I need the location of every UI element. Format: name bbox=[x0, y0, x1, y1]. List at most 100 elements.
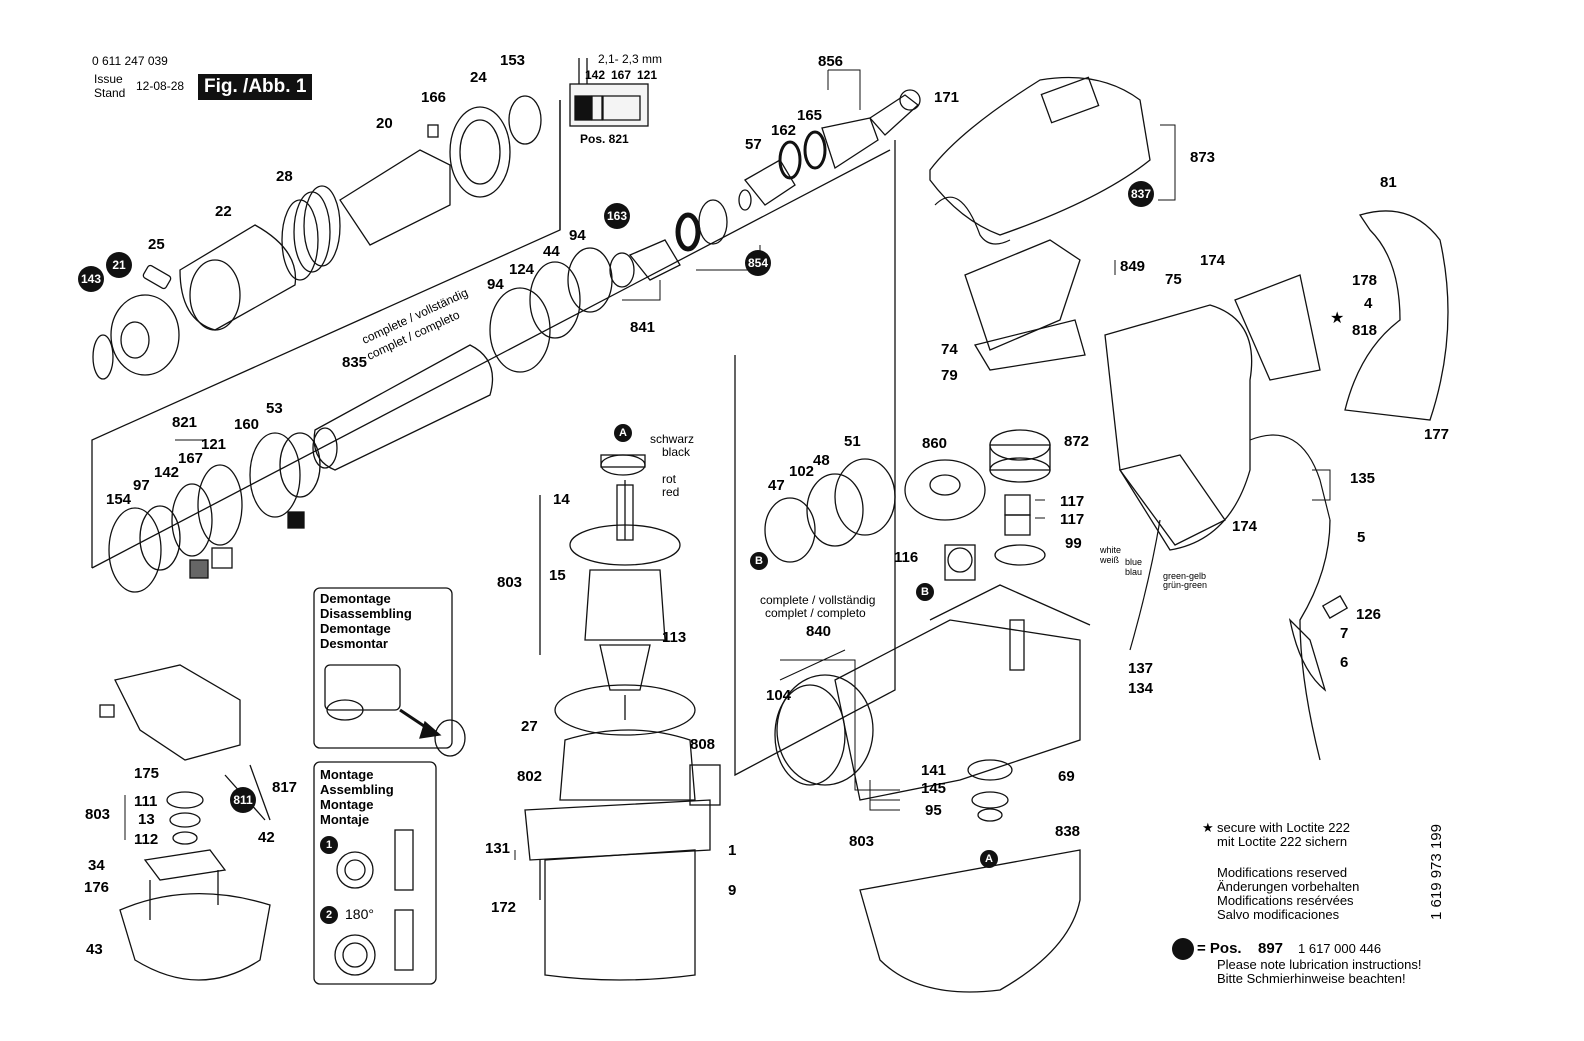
part-label: 4 bbox=[1364, 295, 1373, 312]
inset-part-167: 167 bbox=[611, 68, 632, 82]
part-label: 174 bbox=[1200, 252, 1226, 269]
lubrication-dot-icon bbox=[1172, 938, 1194, 960]
demontage-illustration bbox=[324, 664, 466, 757]
part-marker-854: 854 bbox=[745, 250, 771, 276]
inset-caption: Pos. 821 bbox=[580, 132, 629, 146]
part-label: 818 bbox=[1352, 322, 1378, 339]
issue-label: Issue bbox=[94, 72, 123, 86]
part-label: 117 bbox=[1060, 493, 1085, 510]
part-label: 5 bbox=[1357, 529, 1366, 546]
step-1-marker: 1 bbox=[320, 836, 338, 854]
marker-a: A bbox=[980, 850, 998, 868]
mod-note-es: Salvo modificaciones bbox=[1217, 907, 1340, 922]
motor-parts bbox=[524, 454, 721, 981]
part-label: 135 bbox=[1350, 470, 1376, 487]
part-label: 94 bbox=[487, 276, 504, 293]
part-label: 20 bbox=[376, 115, 393, 132]
wire-color-label: rot bbox=[662, 472, 677, 486]
pos-number: 897 bbox=[1258, 940, 1284, 957]
part-label: 134 bbox=[1128, 680, 1154, 697]
loctite-star-icon: ★ bbox=[1330, 310, 1345, 327]
part-marker-143: 143 bbox=[78, 266, 104, 292]
part-label: 175 bbox=[134, 765, 160, 782]
marker-a: A bbox=[614, 424, 632, 442]
part-label: 57 bbox=[745, 136, 762, 153]
wire-label-weiss: weiß bbox=[1100, 555, 1120, 565]
montage-illustration bbox=[334, 829, 414, 976]
part-label: 166 bbox=[421, 89, 447, 106]
part-marker-21: 21 bbox=[106, 252, 132, 278]
part-label: 112 bbox=[134, 831, 159, 848]
part-label: 165 bbox=[797, 107, 823, 124]
part-label: 97 bbox=[133, 477, 150, 494]
lube-note-de: Bitte Schmierhinweise beachten! bbox=[1217, 971, 1406, 986]
part-label: 178 bbox=[1352, 272, 1378, 289]
part-label: 172 bbox=[491, 899, 517, 916]
bottom-cover bbox=[859, 759, 1081, 993]
part-label: 95 bbox=[925, 802, 942, 819]
wire-label-gruen-green: grün-green bbox=[1163, 580, 1208, 590]
part-label: 34 bbox=[88, 857, 105, 874]
part-label: 873 bbox=[1190, 149, 1216, 166]
montage-title: Montage Assembling Montage Montaje bbox=[320, 767, 394, 827]
part-label: 131 bbox=[485, 840, 511, 857]
part-label: 44 bbox=[543, 243, 560, 260]
mod-note-en: Modifications reserved bbox=[1217, 865, 1348, 880]
inset-part-121: 121 bbox=[637, 68, 658, 82]
issue-date: 12-08-28 bbox=[136, 79, 185, 93]
part-label: 860 bbox=[922, 435, 948, 452]
part-label: 27 bbox=[521, 718, 538, 735]
loctite-note-star-icon: ★ bbox=[1202, 820, 1214, 835]
part-label: 13 bbox=[138, 811, 155, 828]
part-label: 69 bbox=[1058, 768, 1075, 785]
part-label: 817 bbox=[272, 779, 298, 796]
part-label: 111 bbox=[134, 793, 158, 810]
mod-note-de: Änderungen vorbehalten bbox=[1217, 879, 1360, 894]
wire-color-label: schwarz bbox=[650, 432, 695, 446]
part-label: 803 bbox=[497, 574, 523, 591]
part-label: 176 bbox=[84, 879, 110, 896]
part-label: 177 bbox=[1424, 426, 1450, 443]
demontage-title: Demontage Disassembling Demontage Desmon… bbox=[320, 591, 412, 651]
rotation-angle: 180° bbox=[345, 906, 374, 922]
part-marker-163: 163 bbox=[604, 203, 630, 229]
marker-b: B bbox=[916, 583, 934, 601]
part-label: 94 bbox=[569, 227, 586, 244]
part-label: 79 bbox=[941, 367, 958, 384]
part-label: 51 bbox=[844, 433, 861, 450]
wires bbox=[934, 196, 1331, 651]
part-label: 74 bbox=[941, 341, 958, 358]
part-number: 0 611 247 039 bbox=[92, 54, 168, 68]
part-label: 167 bbox=[178, 450, 204, 467]
stand-label: Stand bbox=[94, 86, 126, 100]
loctite-note-en: secure with Loctite 222 bbox=[1217, 820, 1350, 835]
part-label: 48 bbox=[813, 452, 830, 469]
part-label: 141 bbox=[921, 762, 947, 779]
wire-color-label: black bbox=[662, 445, 691, 459]
loctite-note-de: mit Loctite 222 sichern bbox=[1217, 834, 1348, 849]
inset-dimension: 2,1- 2,3 mm bbox=[598, 52, 663, 66]
part-label: 99 bbox=[1065, 535, 1082, 552]
part-label: 28 bbox=[276, 168, 293, 185]
part-marker-837: 837 bbox=[1128, 181, 1154, 207]
inset-part-142: 142 bbox=[585, 68, 606, 82]
part-label: 142 bbox=[154, 464, 180, 481]
part-label: 43 bbox=[86, 941, 103, 958]
part-label: 104 bbox=[766, 687, 792, 704]
part-label: 808 bbox=[690, 736, 716, 753]
part-label: 117 bbox=[1060, 511, 1085, 528]
figure-label: Fig. /Abb. 1 bbox=[198, 74, 313, 100]
part-label: 22 bbox=[215, 203, 232, 220]
part-label: 15 bbox=[549, 567, 566, 584]
gears bbox=[764, 429, 1051, 566]
brush-holder-parts bbox=[99, 664, 271, 981]
part-label: 116 bbox=[894, 549, 919, 566]
front-parts-lower bbox=[108, 432, 321, 593]
top-cover bbox=[929, 76, 1151, 371]
part-label: 856 bbox=[818, 53, 844, 70]
part-label: 821 bbox=[172, 414, 198, 431]
pos-code: 1 617 000 446 bbox=[1298, 941, 1382, 956]
part-label: 154 bbox=[106, 491, 132, 508]
part-label: 160 bbox=[234, 416, 260, 433]
part-label: 803 bbox=[85, 806, 111, 823]
